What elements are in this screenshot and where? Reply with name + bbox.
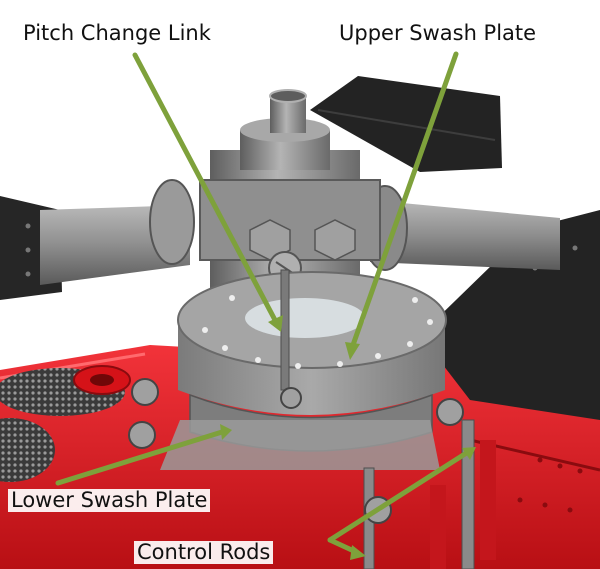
- leader-lines: [55, 51, 476, 560]
- leader-control-rods-right: [327, 449, 471, 543]
- label-control-rods: Control Rods: [134, 541, 274, 564]
- upper-swash-plate: [177, 271, 447, 415]
- side-grille: [0, 418, 55, 482]
- label-pitch-change-link: Pitch Change Link: [20, 22, 214, 45]
- leader-lower-swash-plate: [55, 429, 225, 486]
- lower-swash-plate: [160, 393, 440, 470]
- leader-upper-swash-plate: [350, 51, 459, 348]
- leader-pitch-change-link: [132, 52, 278, 323]
- hub-bolt: [314, 219, 356, 261]
- hub-bolt: [249, 219, 291, 261]
- rotor-hub: [199, 89, 381, 290]
- label-upper-swash-plate: Upper Swash Plate: [336, 22, 540, 45]
- label-lower-swash-plate: Lower Swash Plate: [8, 489, 211, 512]
